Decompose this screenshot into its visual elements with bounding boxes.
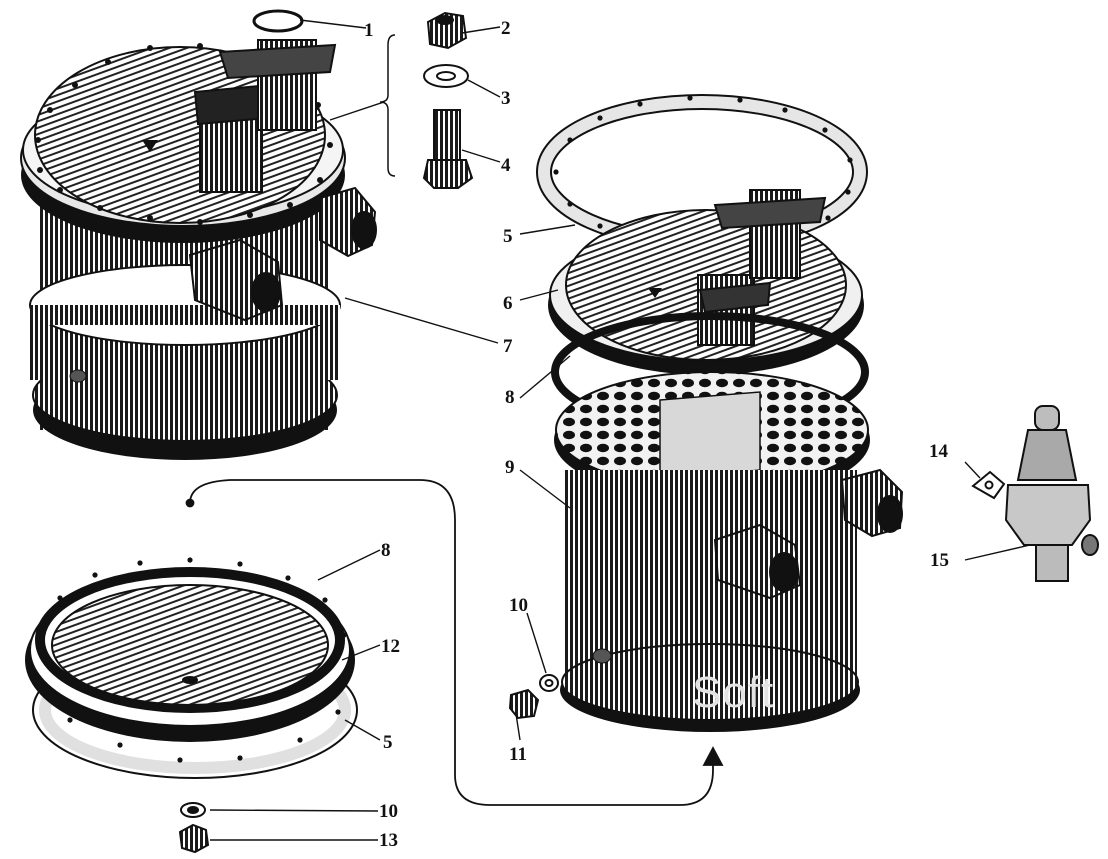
callout-13: 13 xyxy=(379,830,398,851)
bottom-cover xyxy=(25,557,358,779)
callout-5-bottom: 5 xyxy=(383,732,393,753)
relief-valve xyxy=(971,405,1099,582)
callout-2: 2 xyxy=(501,18,511,39)
bottom-fasteners xyxy=(178,802,210,854)
callout-4: 4 xyxy=(501,155,511,176)
callout-14: 14 xyxy=(929,441,948,462)
callout-7: 7 xyxy=(503,336,513,357)
callout-1: 1 xyxy=(364,20,374,41)
callout-10-middle: 10 xyxy=(509,595,528,616)
callout-9: 9 xyxy=(505,457,515,478)
fastener-set xyxy=(422,11,474,189)
callout-8-bottom: 8 xyxy=(381,540,391,561)
callout-5-top: 5 xyxy=(503,226,513,247)
callout-12: 12 xyxy=(381,636,400,657)
assembly-route-line xyxy=(185,479,724,806)
exploded-cooler xyxy=(536,94,904,732)
callout-11: 11 xyxy=(509,744,527,765)
callout-3: 3 xyxy=(501,88,511,109)
callout-8-top: 8 xyxy=(505,387,515,408)
drain-plug xyxy=(508,674,559,720)
assembled-cooler xyxy=(20,9,377,460)
callout-15: 15 xyxy=(930,550,949,571)
watermark-text: Soft xyxy=(692,668,775,717)
callout-6: 6 xyxy=(503,293,513,314)
callout-10-bottom: 10 xyxy=(379,801,398,822)
leader-lines xyxy=(209,19,1031,841)
